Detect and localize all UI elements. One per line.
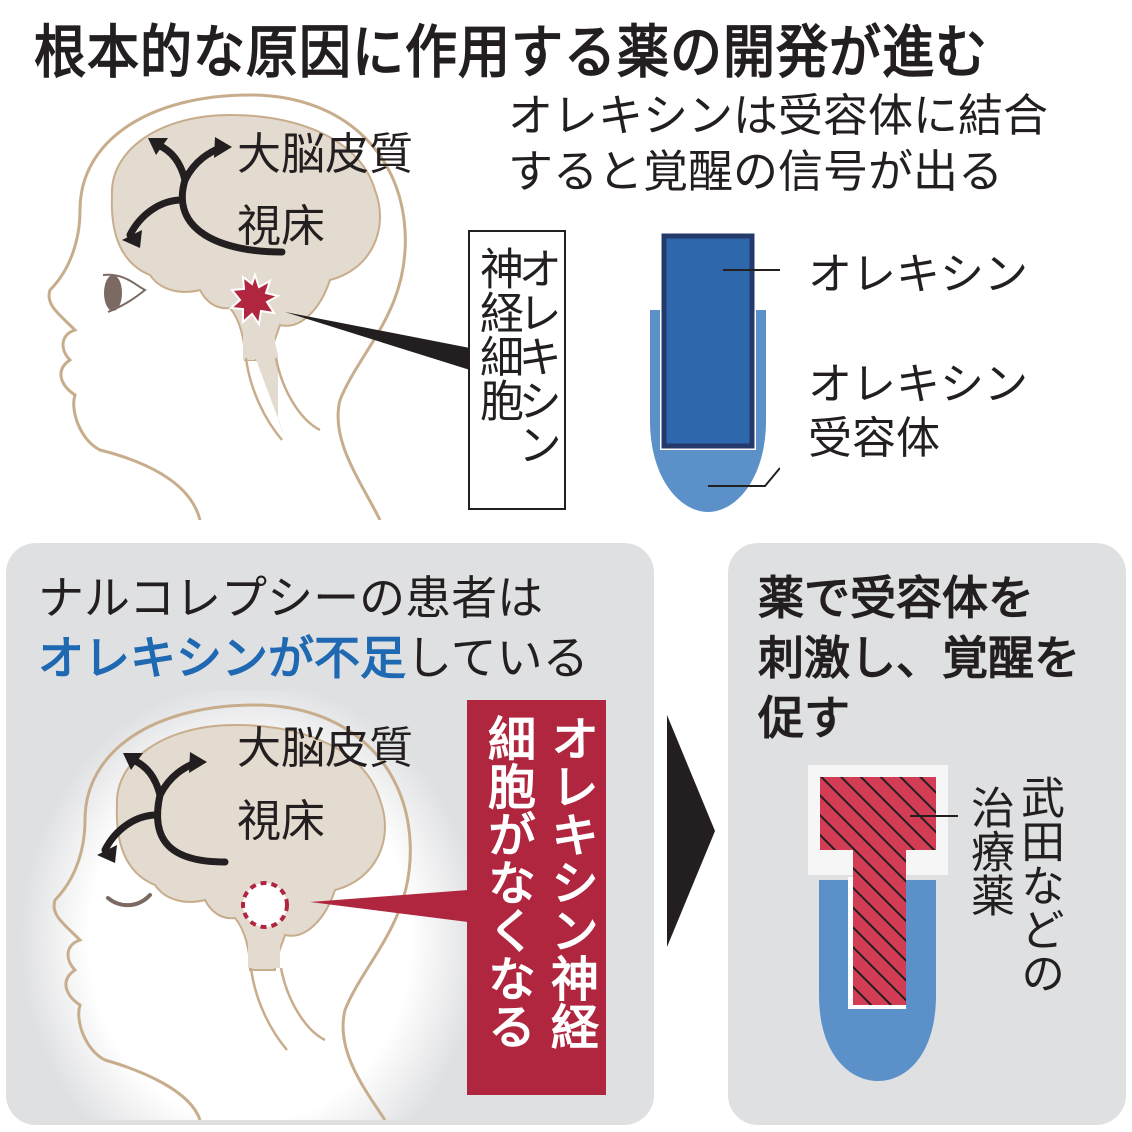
orexin-receptor-diagram	[650, 232, 780, 512]
drug-label-col1: 武田などの	[1013, 775, 1064, 995]
arrow-head-icon	[122, 230, 142, 248]
label-orexin-receptor-line2: 受容体	[808, 413, 940, 464]
brain-shape	[110, 113, 381, 361]
nerve-box-col2: 神経細胞	[472, 246, 523, 422]
arrow-head-icon	[148, 138, 168, 155]
top-caption-line1: オレキシンは受容体に結合	[508, 89, 1049, 142]
page-title: 根本的な原因に作用する薬の開発が進む	[34, 20, 989, 87]
brain-shape	[115, 723, 386, 971]
treatment-title-line2: 刺激し、覚醒を	[758, 631, 1080, 685]
top-caption: オレキシンは受容体に結合 すると覚醒の信号が出る	[508, 88, 1048, 200]
arrow-head-icon	[97, 845, 117, 863]
head-outline	[52, 703, 412, 1120]
transition-arrow-icon	[667, 715, 715, 947]
top-caption-line2: すると覚醒の信号が出る	[508, 145, 1004, 198]
treatment-title-line3: 促す	[758, 691, 850, 745]
missing-neuron-circle	[241, 881, 289, 929]
label-orexin-receptor: オレキシン 受容体	[808, 358, 1028, 466]
narcolepsy-panel-title: ナルコレプシーの患者は オレキシンが不足している	[38, 568, 589, 688]
label-orexin-receptor-line1: オレキシン	[808, 359, 1028, 410]
label-orexin: オレキシン	[808, 249, 1028, 300]
drug-molecule	[820, 777, 936, 1005]
treatment-title-line1: 薬で受容体を	[758, 571, 1034, 625]
orexin-neuron-callout-box: オレキシン 神経細胞	[468, 230, 566, 510]
label-thalamus: 視床	[237, 201, 325, 252]
orexin-block	[661, 233, 755, 449]
narcolepsy-title-highlight: オレキシンが不足	[38, 631, 406, 685]
head-outline	[47, 93, 407, 520]
label-thalamus-narcolepsy: 視床	[237, 796, 325, 847]
nerve-box-col1: オレキシン	[510, 246, 561, 466]
treatment-panel-title: 薬で受容体を 刺激し、覚醒を 促す	[758, 568, 1080, 748]
narcolepsy-title-line1: ナルコレプシーの患者は	[38, 571, 544, 625]
red-box-col2: 細胞がなくなる	[479, 714, 535, 1050]
drug-receptor-diagram	[808, 765, 958, 1081]
label-cortex: 大脳皮質	[237, 129, 413, 180]
arrow-head-icon	[189, 752, 207, 773]
callout-pointer	[285, 312, 470, 370]
arrow-head-icon	[214, 137, 232, 158]
arrow-head-icon	[123, 753, 143, 770]
head-illustration-narcolepsy	[20, 690, 480, 1120]
eye-closed-icon	[106, 893, 152, 908]
label-cortex-narcolepsy: 大脳皮質	[237, 723, 413, 774]
drug-label-col2: 治療薬	[963, 785, 1014, 917]
head-illustration-awake	[47, 93, 470, 520]
neuron-loss-callout-box: オレキシン神経 細胞がなくなる	[467, 700, 606, 1095]
callout-pointer	[310, 890, 468, 922]
eye-open-icon	[102, 273, 147, 313]
narcolepsy-title-rest: している	[406, 631, 589, 685]
red-box-col1: オレキシン神経	[542, 714, 598, 1050]
orexin-neuron-burst-icon	[228, 271, 281, 327]
